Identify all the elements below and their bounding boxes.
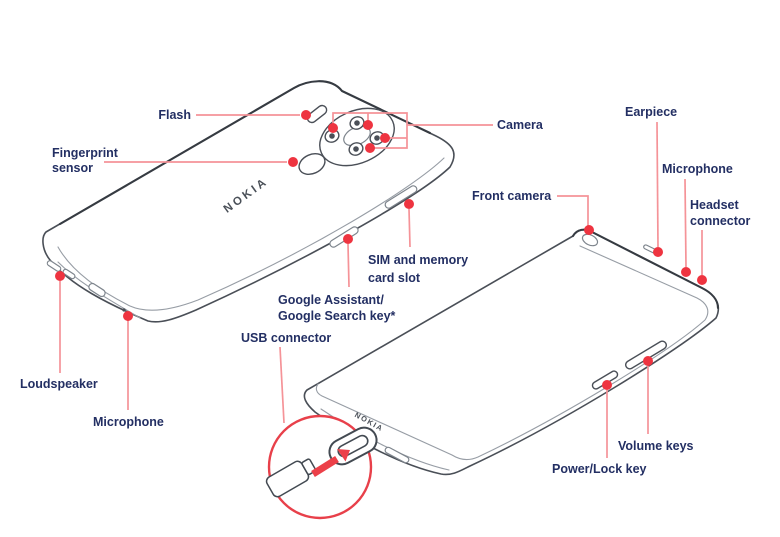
callout-earpiece: Earpiece — [625, 105, 677, 257]
callout-loudspeaker: Loudspeaker — [20, 271, 98, 391]
front-camera-label: Front camera — [472, 189, 552, 203]
usb-port-small — [88, 282, 106, 298]
front-phone-top-edge — [571, 228, 720, 310]
back-nokia-logo: NOKIA — [222, 175, 271, 215]
fingerprint-label-line1: Fingerprint — [52, 146, 119, 160]
microphone-bottom-dot — [123, 311, 133, 321]
power-key-label: Power/Lock key — [552, 462, 647, 476]
callouts: Flash Fingerprint sensor Camera Front ca… — [20, 105, 751, 476]
camera-dot-top — [363, 120, 373, 130]
camera-lens-top — [349, 116, 365, 130]
sim-slot-dot — [404, 199, 414, 209]
headset-label-line2: connector — [690, 214, 751, 228]
magnifier-arrow — [311, 449, 350, 477]
front-camera-dot — [584, 225, 594, 235]
back-phone-top-edge — [58, 80, 432, 226]
callout-sim-slot: SIM and memory card slot — [368, 199, 468, 285]
google-key-label-line1: Google Assistant/ — [278, 293, 384, 307]
callout-power-key: Power/Lock key — [552, 380, 647, 476]
callout-usb-connector: USB connector — [241, 331, 331, 424]
callout-flash: Flash — [158, 108, 311, 122]
front-loudspeaker-grille — [384, 446, 410, 464]
headset-connector-dot — [697, 275, 707, 285]
volume-keys-button — [625, 340, 667, 370]
loudspeaker-dot — [55, 271, 65, 281]
camera-lens-left — [324, 129, 340, 143]
earpiece-label: Earpiece — [625, 105, 677, 119]
power-key-dot — [602, 380, 612, 390]
headset-label-line1: Headset — [690, 198, 739, 212]
earpiece-dot — [653, 247, 663, 257]
mic-hole-bottom — [122, 308, 126, 312]
camera-dot-left — [328, 123, 338, 133]
sim-slot-key — [384, 185, 418, 209]
callout-camera: Camera — [328, 112, 544, 153]
fingerprint-label-line2: sensor — [52, 161, 93, 175]
callout-microphone-top: Microphone — [662, 162, 733, 277]
sim-label-line1: SIM and memory — [368, 253, 468, 267]
callout-google-key: Google Assistant/ Google Search key* — [278, 234, 396, 323]
volume-keys-label: Volume keys — [618, 439, 694, 453]
back-phone: NOKIA — [42, 80, 455, 323]
camera-label: Camera — [497, 118, 544, 132]
volume-keys-dot — [643, 356, 653, 366]
front-screen-edge — [315, 245, 709, 460]
camera-dot-bottom — [365, 143, 375, 153]
usb-connector-label: USB connector — [241, 331, 331, 345]
camera-dot-right — [380, 133, 390, 143]
microphone-bottom-label: Microphone — [93, 415, 164, 429]
sim-label-line2: card slot — [368, 271, 421, 285]
callout-headset-connector: Headset connector — [690, 198, 751, 285]
loudspeaker-grille-1 — [46, 260, 62, 272]
front-camera-lens — [581, 233, 599, 247]
flash-lens — [306, 104, 328, 124]
back-phone-side-band — [57, 157, 445, 311]
microphone-top-dot — [681, 267, 691, 277]
loudspeaker-grille-2 — [62, 268, 76, 280]
google-key-label-line2: Google Search key* — [278, 309, 396, 323]
magnifier-inset — [265, 414, 378, 520]
fingerprint-dot — [288, 157, 298, 167]
loudspeaker-label: Loudspeaker — [20, 377, 98, 391]
callout-microphone-bottom: Microphone — [93, 311, 164, 429]
callout-fingerprint-sensor: Fingerprint sensor — [52, 146, 298, 175]
camera-lens-bottom — [348, 142, 364, 156]
fingerprint-sensor-ring — [298, 153, 326, 175]
google-key-dot — [343, 234, 353, 244]
flash-label: Flash — [158, 108, 191, 122]
microphone-top-label: Microphone — [662, 162, 733, 176]
flash-dot — [301, 110, 311, 120]
callout-front-camera: Front camera — [472, 189, 594, 235]
callout-volume-keys: Volume keys — [618, 356, 694, 453]
